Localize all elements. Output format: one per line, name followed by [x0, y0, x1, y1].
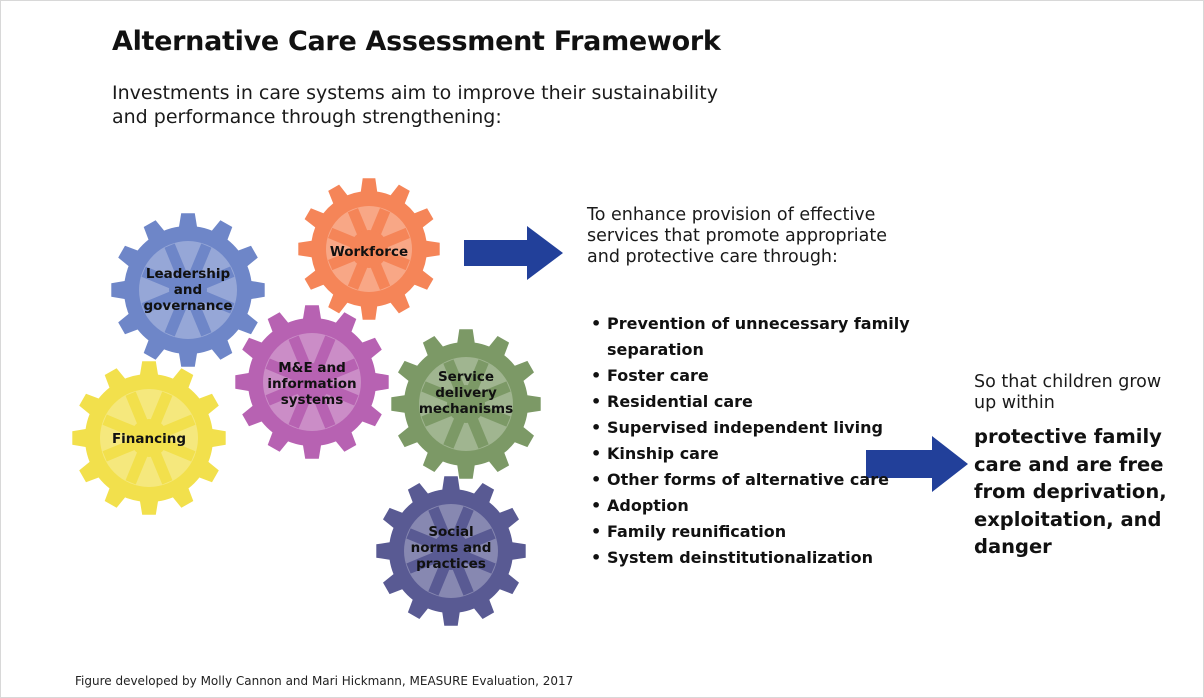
list-item: •Other forms of alternative care	[591, 470, 889, 489]
gear-service-label: Service	[438, 369, 494, 385]
page-title: Alternative Care Assessment Framework	[112, 26, 721, 57]
gear-financing: Financing	[72, 361, 226, 515]
gear-workforce: Workforce	[298, 178, 440, 320]
outcome-lead: So that children grow up within	[974, 372, 1162, 413]
list-item: •Adoption	[591, 496, 689, 515]
gear-service-label: mechanisms	[419, 401, 513, 417]
outcome-statement: protective family care and are free from…	[974, 425, 1167, 558]
list-item: •System deinstitutionalization	[591, 548, 873, 567]
arrow-to-outcome	[866, 436, 968, 492]
gear-social-label: Social	[428, 524, 473, 540]
gear-social-label: norms and	[411, 540, 492, 556]
list-item: •Family reunification	[591, 522, 787, 541]
arrow-to-services	[464, 226, 563, 280]
gear-me-label: systems	[281, 392, 344, 408]
services-intro: To enhance provision of effective servic…	[587, 205, 888, 267]
figure-caption: Figure developed by Molly Cannon and Mar…	[75, 674, 574, 688]
gear-leadership-label: governance	[143, 298, 232, 314]
list-item: •Foster care	[591, 366, 709, 385]
gear-me-label: M&E and	[278, 360, 346, 376]
gear-social-label: practices	[416, 556, 486, 572]
gear-service-label: delivery	[435, 385, 497, 401]
list-item: •Residential care	[591, 392, 753, 411]
services-list: •Prevention of unnecessary family separa…	[591, 311, 921, 571]
list-item: •Prevention of unnecessary family separa…	[591, 314, 910, 359]
page-subtitle: Investments in care systems aim to impro…	[112, 82, 718, 128]
list-item: •Kinship care	[591, 444, 719, 463]
gear-workforce-label: Workforce	[330, 244, 408, 260]
gear-leadership-label: and	[174, 282, 202, 298]
gear-financing-label: Financing	[112, 431, 186, 447]
list-item: •Supervised independent living	[591, 418, 883, 437]
gear-leadership-label: Leadership	[146, 266, 231, 282]
gear-me-label: information	[267, 376, 356, 392]
